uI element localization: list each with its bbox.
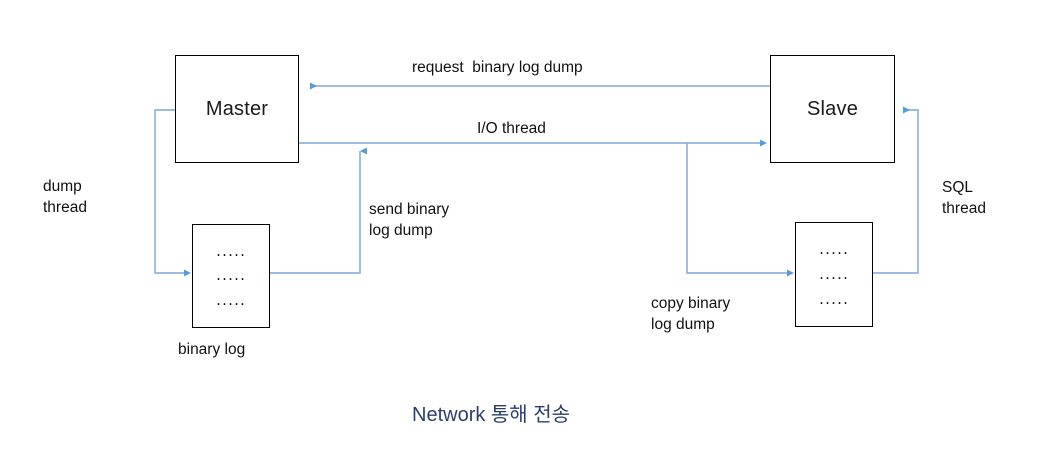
- edge-sql-thread: [873, 106, 919, 274]
- label-dump-thread: dump thread: [43, 178, 87, 217]
- label-request-binary-log-dump: request binary log dump: [412, 59, 583, 76]
- edge-send-binary-log-dump: [270, 147, 367, 274]
- node-master[interactable]: Master: [175, 55, 299, 163]
- binary-log-row: ․․․․․: [215, 292, 247, 310]
- relay-log-row: ․․․․․: [818, 266, 850, 283]
- label-io-thread: I/O thread: [477, 120, 546, 137]
- edge-copy-binary-log-dump: [686, 143, 794, 277]
- node-relay-log[interactable]: ․․․․․ ․․․․․ ․․․․․: [795, 222, 873, 327]
- edge-dump-thread: [154, 109, 191, 277]
- binary-log-row: ․․․․․: [215, 267, 247, 285]
- node-slave[interactable]: Slave: [770, 55, 895, 163]
- relay-log-row: ․․․․․: [818, 241, 850, 258]
- label-copy-binary-log-dump: copy binary log dump: [651, 295, 731, 334]
- binary-log-caption: binary log: [178, 341, 246, 358]
- node-slave-label: Slave: [806, 97, 859, 120]
- node-binary-log[interactable]: ․․․․․ ․․․․․ ․․․․․: [192, 224, 270, 328]
- binary-log-row: ․․․․․: [215, 242, 247, 260]
- label-sql-thread: SQL thread: [942, 179, 986, 218]
- node-master-label: Master: [205, 97, 269, 120]
- diagram-caption: Network 통해 전송: [412, 404, 571, 426]
- label-send-binary-log-dump: send binary log dump: [369, 201, 450, 240]
- relay-log-row: ․․․․․: [818, 291, 850, 308]
